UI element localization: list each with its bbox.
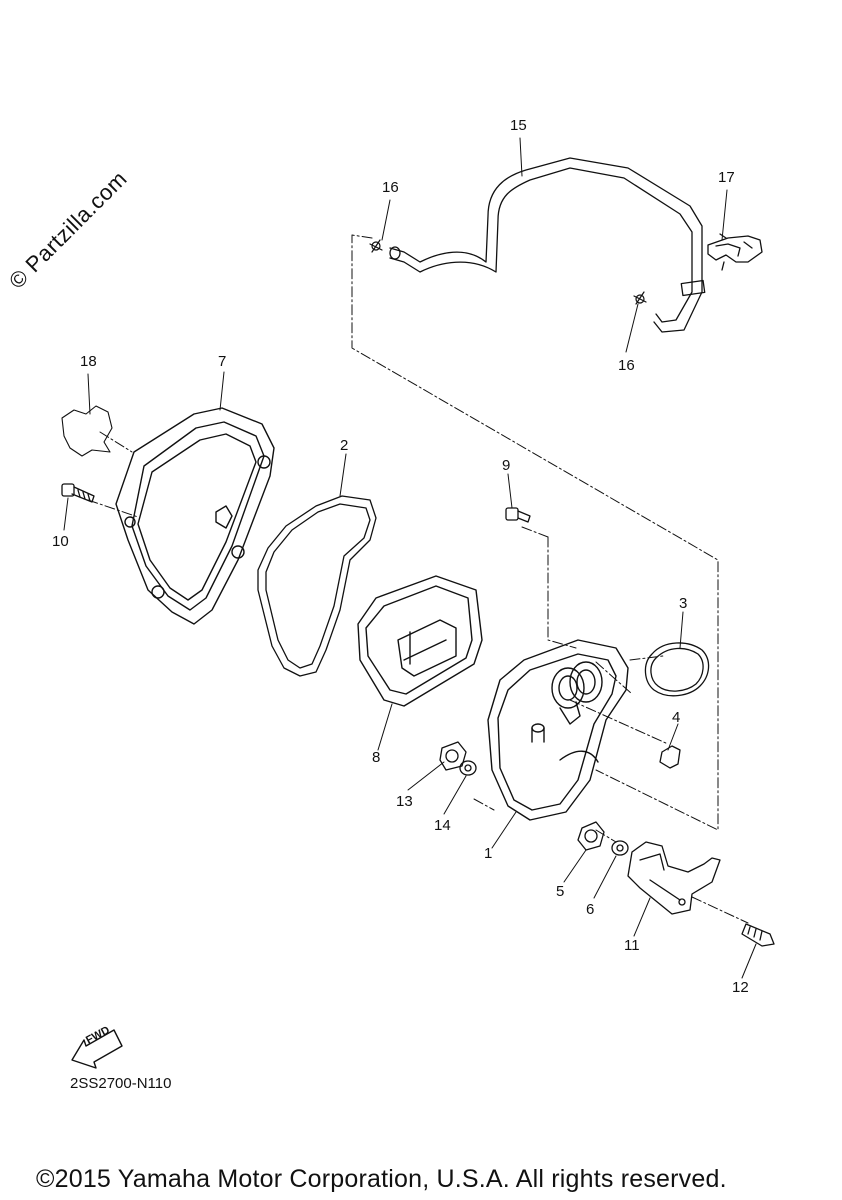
air-filter-case <box>487 639 629 821</box>
callout-14: 14 <box>434 817 451 834</box>
callout-6: 6 <box>586 901 595 918</box>
callout-12: 12 <box>732 979 749 996</box>
callout-18: 18 <box>80 353 97 370</box>
callout-2: 2 <box>340 437 349 454</box>
clip <box>659 745 681 769</box>
callout-4: 4 <box>672 709 681 726</box>
joint-o-ring <box>644 642 710 697</box>
callout-5: 5 <box>556 883 565 900</box>
callout-13: 13 <box>396 793 413 810</box>
callout-10: 10 <box>52 533 69 550</box>
callout-8: 8 <box>372 749 381 766</box>
air-filter-element <box>357 575 483 707</box>
fwd-arrow-icon <box>71 1029 123 1069</box>
bracket <box>627 841 721 915</box>
bolt-left <box>61 483 95 503</box>
callout-11: 11 <box>624 937 640 954</box>
callout-1: 1 <box>484 845 493 862</box>
assembly-reference-lines <box>87 234 749 924</box>
breather-hose <box>389 157 706 333</box>
callout-15: 15 <box>510 117 527 134</box>
collar-right <box>611 840 629 856</box>
callout-9: 9 <box>502 457 511 474</box>
callout-17: 17 <box>718 169 735 186</box>
air-case-cap <box>115 407 275 625</box>
callout-3: 3 <box>679 595 688 612</box>
hose-clip-upper <box>369 239 383 253</box>
callout-16-lower: 16 <box>618 357 635 374</box>
leader-lines <box>63 137 757 979</box>
callout-7: 7 <box>218 353 227 370</box>
diagram-code: 2SS2700-N110 <box>70 1075 172 1092</box>
callout-16-upper: 16 <box>382 179 399 196</box>
copyright-notice: ©2015 Yamaha Motor Corporation, U.S.A. A… <box>36 1165 727 1193</box>
hose-clip-lower <box>633 291 647 305</box>
gasket <box>257 495 377 677</box>
collar-left <box>459 760 477 776</box>
grommet-right <box>577 821 605 851</box>
screw-upper <box>505 507 531 523</box>
bolt-right <box>741 923 775 947</box>
hose-holder <box>707 233 763 271</box>
grommet-left <box>439 741 467 771</box>
caution-label <box>61 405 113 457</box>
